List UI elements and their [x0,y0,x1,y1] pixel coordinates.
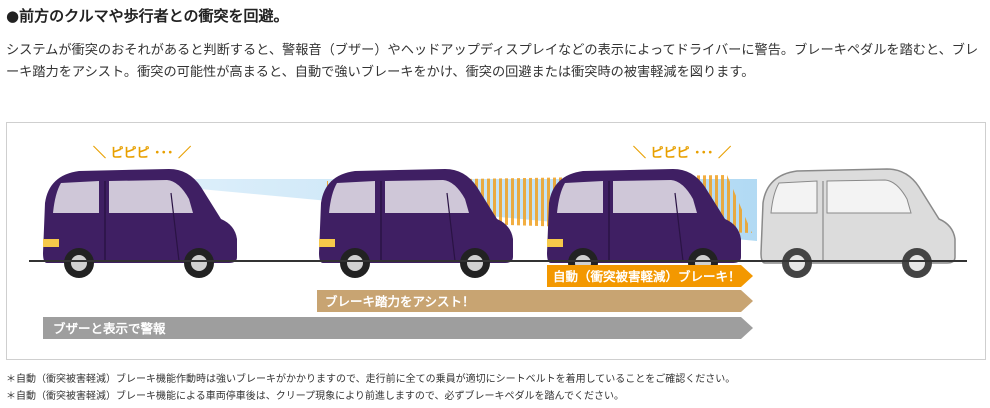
stage-arrow-auto-brake: 自動（衝突被害軽減）ブレーキ！ [547,265,753,287]
description-text: システムが衝突のおそれがあると判断すると、警報音（ブザー）やヘッドアップディスプ… [6,43,979,80]
stage-arrow-warning: ブザーと表示で警報 [43,317,753,339]
stage-label-brake-assist: ブレーキ踏力をアシスト！ [325,294,475,309]
illustration-panel: ＼ ピピピ ･･･ ／ ＼ ピピピ ･･･ ／ 自動（衝突被害軽減）ブレーキ！ … [6,122,986,360]
section-heading: ●前方のクルマや歩行者との衝突を回避。 [6,7,289,25]
collision-avoidance-illustration: ＼ ピピピ ･･･ ／ ＼ ピピピ ･･･ ／ 自動（衝突被害軽減）ブレーキ！ … [29,145,967,339]
stage-label-auto-brake: 自動（衝突被害軽減）ブレーキ！ [553,269,741,284]
footnote-1: ＊自動（衝突被害軽減）ブレーキ機能作動時は強いブレーキがかかりますので、走行前に… [6,374,736,385]
footnote-2: ＊自動（衝突被害軽減）ブレーキ機能による車両停車後は、クリープ現象により前進しま… [6,391,624,402]
beep-text-left: ＼ ピピピ ･･･ ／ [93,145,191,161]
beep-text-right: ＼ ピピピ ･･･ ／ [633,145,731,161]
stage-label-warning: ブザーと表示で警報 [53,321,166,336]
stage-arrow-brake-assist: ブレーキ踏力をアシスト！ [317,290,753,312]
